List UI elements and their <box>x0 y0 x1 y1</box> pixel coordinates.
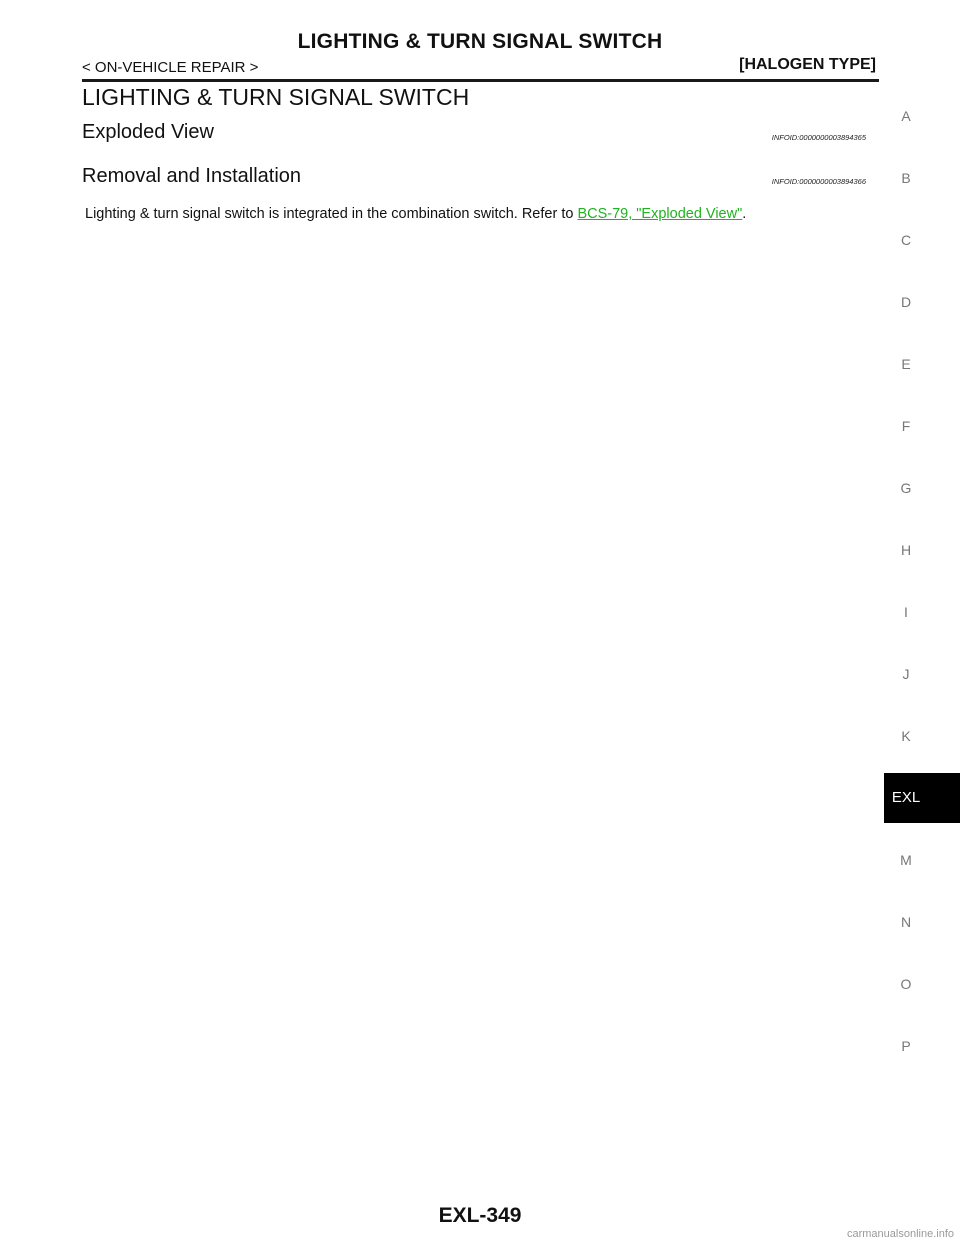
side-index-f[interactable]: F <box>901 418 911 434</box>
side-index-j[interactable]: J <box>902 666 910 682</box>
side-index-a[interactable]: A <box>901 108 911 124</box>
side-index-n[interactable]: N <box>900 914 912 930</box>
type-label: [HALOGEN TYPE] <box>739 56 876 73</box>
side-index-i[interactable]: I <box>904 604 908 620</box>
side-index-exl-active[interactable]: EXL <box>884 773 960 823</box>
side-index-d[interactable]: D <box>900 294 912 310</box>
side-index-b[interactable]: B <box>901 170 911 186</box>
removal-installation-heading: Removal and Installation <box>82 165 302 187</box>
side-index-o[interactable]: O <box>900 976 912 992</box>
side-index-p[interactable]: P <box>901 1038 911 1054</box>
side-index-m[interactable]: M <box>900 852 912 868</box>
section-label: < ON-VEHICLE REPAIR > <box>82 59 259 76</box>
watermark: carmanualsonline.info <box>846 1228 954 1240</box>
side-index-e[interactable]: E <box>901 356 911 372</box>
side-index-exl-label: EXL <box>891 789 921 806</box>
side-index: A B C D E F G H I J K EXL M N O P <box>884 0 960 1242</box>
side-index-c[interactable]: C <box>900 232 912 248</box>
header-divider <box>82 79 879 82</box>
removal-installation-info-id: INFOID:0000000003894366 <box>771 177 866 186</box>
exploded-view-info-id: INFOID:0000000003894365 <box>771 133 866 142</box>
side-index-h[interactable]: H <box>900 542 912 558</box>
exploded-view-heading: Exploded View <box>82 121 214 143</box>
main-heading: LIGHTING & TURN SIGNAL SWITCH <box>82 84 470 110</box>
bcs-reference-link[interactable]: BCS-79, "Exploded View" <box>577 206 743 222</box>
body-text-prefix: Lighting & turn signal switch is integra… <box>85 206 578 222</box>
side-index-g[interactable]: G <box>900 480 912 496</box>
page-number: EXL-349 <box>438 1204 522 1227</box>
body-paragraph: Lighting & turn signal switch is integra… <box>85 206 746 222</box>
body-text-suffix: . <box>742 206 747 222</box>
side-index-k[interactable]: K <box>901 728 911 744</box>
page-title: LIGHTING & TURN SIGNAL SWITCH <box>297 30 663 53</box>
